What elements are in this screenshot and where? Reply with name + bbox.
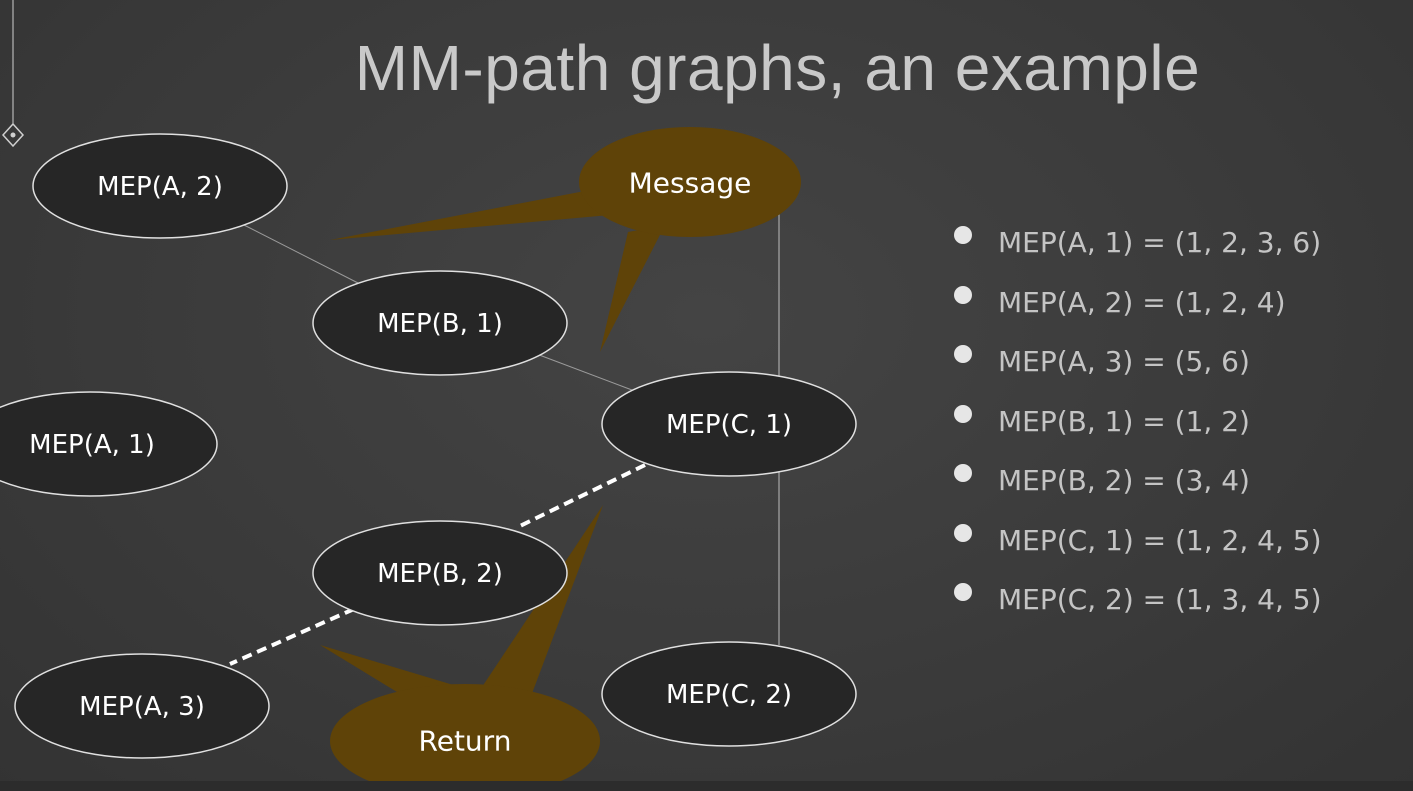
list-item: MEP(C, 1) = (1, 2, 4, 5): [952, 516, 1322, 576]
bullet-icon: [954, 523, 972, 542]
bullet-icon: [954, 285, 972, 304]
list-item-text: MEP(A, 1) = (1, 2, 3, 6): [998, 226, 1322, 259]
node-label: MEP(A, 2): [97, 172, 223, 202]
slide-footer-band: [0, 781, 1413, 791]
edge-b1-c1: [533, 352, 633, 391]
list-item-text: MEP(B, 1) = (1, 2): [998, 404, 1250, 438]
node-mep-a1: MEP(A, 1): [0, 391, 218, 497]
message-callout: Message: [330, 127, 801, 352]
list-item-text: MEP(A, 3) = (5, 6): [998, 345, 1250, 378]
edge-c1-b2: [519, 463, 646, 528]
node-mep-c1: MEP(C, 1): [601, 371, 857, 477]
list-item: MEP(B, 1) = (1, 2): [952, 397, 1322, 457]
node-label: MEP(C, 1): [666, 410, 792, 440]
message-callout-label: Message: [629, 167, 752, 200]
bullet-icon: [954, 226, 972, 244]
node-label: MEP(B, 1): [377, 309, 503, 339]
edge-a2-b1: [241, 223, 361, 285]
list-item: MEP(A, 1) = (1, 2, 3, 6): [952, 218, 1322, 278]
bullet-icon: [954, 404, 972, 423]
node-mep-a3: MEP(A, 3): [14, 653, 270, 759]
bullet-icon: [954, 583, 972, 601]
list-item-text: MEP(C, 2) = (1, 3, 4, 5): [998, 583, 1322, 616]
node-mep-b1: MEP(B, 1): [312, 270, 568, 376]
mep-definition-list: MEP(A, 1) = (1, 2, 3, 6) MEP(A, 2) = (1,…: [952, 218, 1322, 635]
slide-decor-diamond-icon: [1, 122, 25, 148]
list-item: MEP(A, 2) = (1, 2, 4): [952, 278, 1322, 338]
return-callout: Return: [320, 505, 603, 791]
list-item: MEP(B, 2) = (3, 4): [952, 456, 1322, 516]
bullet-icon: [954, 464, 972, 482]
node-mep-b2: MEP(B, 2): [312, 520, 568, 626]
node-mep-c2: MEP(C, 2): [601, 641, 857, 747]
list-item-text: MEP(B, 2) = (3, 4): [998, 464, 1250, 497]
node-label: MEP(B, 2): [377, 559, 503, 589]
node-label: MEP(A, 1): [29, 430, 155, 460]
edge-b2-a3: [229, 607, 355, 666]
node-label: MEP(C, 2): [666, 680, 792, 710]
return-callout-label: Return: [419, 725, 512, 758]
list-item-text: MEP(C, 1) = (1, 2, 4, 5): [998, 523, 1322, 557]
node-mep-a2: MEP(A, 2): [32, 133, 288, 239]
slide-title: MM-path graphs, an example: [354, 32, 1201, 104]
list-item: MEP(A, 3) = (5, 6): [952, 337, 1322, 397]
list-item: MEP(C, 2) = (1, 3, 4, 5): [952, 575, 1322, 635]
node-label: MEP(A, 3): [79, 692, 205, 722]
bullet-icon: [954, 345, 972, 363]
list-item-text: MEP(A, 2) = (1, 2, 4): [998, 285, 1286, 319]
